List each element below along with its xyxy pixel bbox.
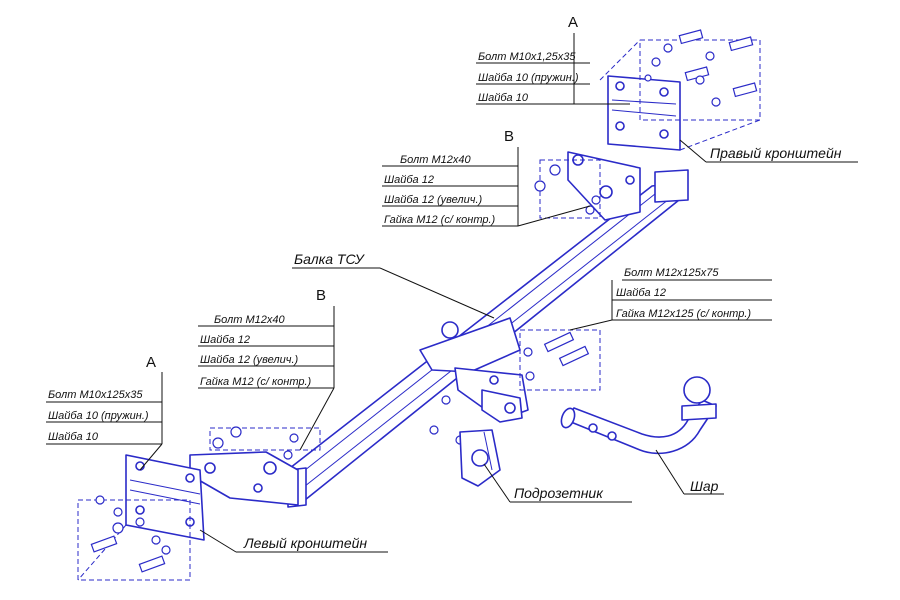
right-bracket xyxy=(607,75,681,151)
left-bracket-label: Левый кронштейн xyxy=(243,535,367,551)
left-plate-hardware xyxy=(209,426,321,460)
left-b-group-item-2: Шайба 12 xyxy=(200,334,250,346)
left-b-group-letter: B xyxy=(316,287,326,304)
right-group-letter: A xyxy=(568,14,578,31)
right-bracket-label: Правый кронштейн xyxy=(710,145,842,161)
tow-ball xyxy=(560,376,717,455)
left-group-letter: A xyxy=(146,354,156,371)
left-bracket-hardware xyxy=(77,495,191,581)
left-b-group-item-1: Болт М12х40 xyxy=(214,314,285,326)
right-group-item-2: Шайба 10 (пружин.) xyxy=(478,72,579,84)
right-b-group-item-4: Гайка М12 (с/ контр.) xyxy=(384,214,496,226)
left-group-item-1: Болт М10х125х35 xyxy=(48,389,143,401)
right-beam-plate xyxy=(567,151,641,221)
left-beam-plate xyxy=(189,451,299,506)
ball-label: Шар xyxy=(690,478,719,494)
left-group-item-3: Шайба 10 xyxy=(48,431,99,443)
right-b-group-item-2: Шайба 12 xyxy=(384,174,434,186)
ball-bolts-item-2: Шайба 12 xyxy=(616,287,666,299)
ball-bolts-item-1: Болт М12х125х75 xyxy=(624,267,719,279)
left-bracket xyxy=(125,454,205,541)
right-b-group-item-1: Болт М12х40 xyxy=(400,154,471,166)
socket-plate xyxy=(459,429,501,487)
beam-label: Балка ТСУ xyxy=(294,251,366,267)
leader-lines xyxy=(46,33,858,553)
right-b-group-letter: B xyxy=(504,128,514,145)
left-group-item-2: Шайба 10 (пружин.) xyxy=(48,410,149,422)
right-plate-hardware xyxy=(534,159,601,219)
right-group-item-1: Болт М10х1,25х35 xyxy=(478,51,576,63)
center-ball-mount-bracket xyxy=(419,317,529,423)
socket-plate-label: Подрозетник xyxy=(514,485,604,501)
right-bracket-hardware xyxy=(599,29,761,151)
ball-bolts-item-3: Гайка М12х125 (с/ контр.) xyxy=(616,308,751,320)
labels: A Болт М10х1,25х35 Шайба 10 (пружин.) Ша… xyxy=(48,14,842,551)
left-b-group-item-3: Шайба 12 (увелич.) xyxy=(200,354,298,366)
right-group-item-3: Шайба 10 xyxy=(478,92,529,104)
right-b-group-item-3: Шайба 12 (увелич.) xyxy=(384,194,482,206)
left-b-group-item-4: Гайка М12 (с/ контр.) xyxy=(200,376,312,388)
